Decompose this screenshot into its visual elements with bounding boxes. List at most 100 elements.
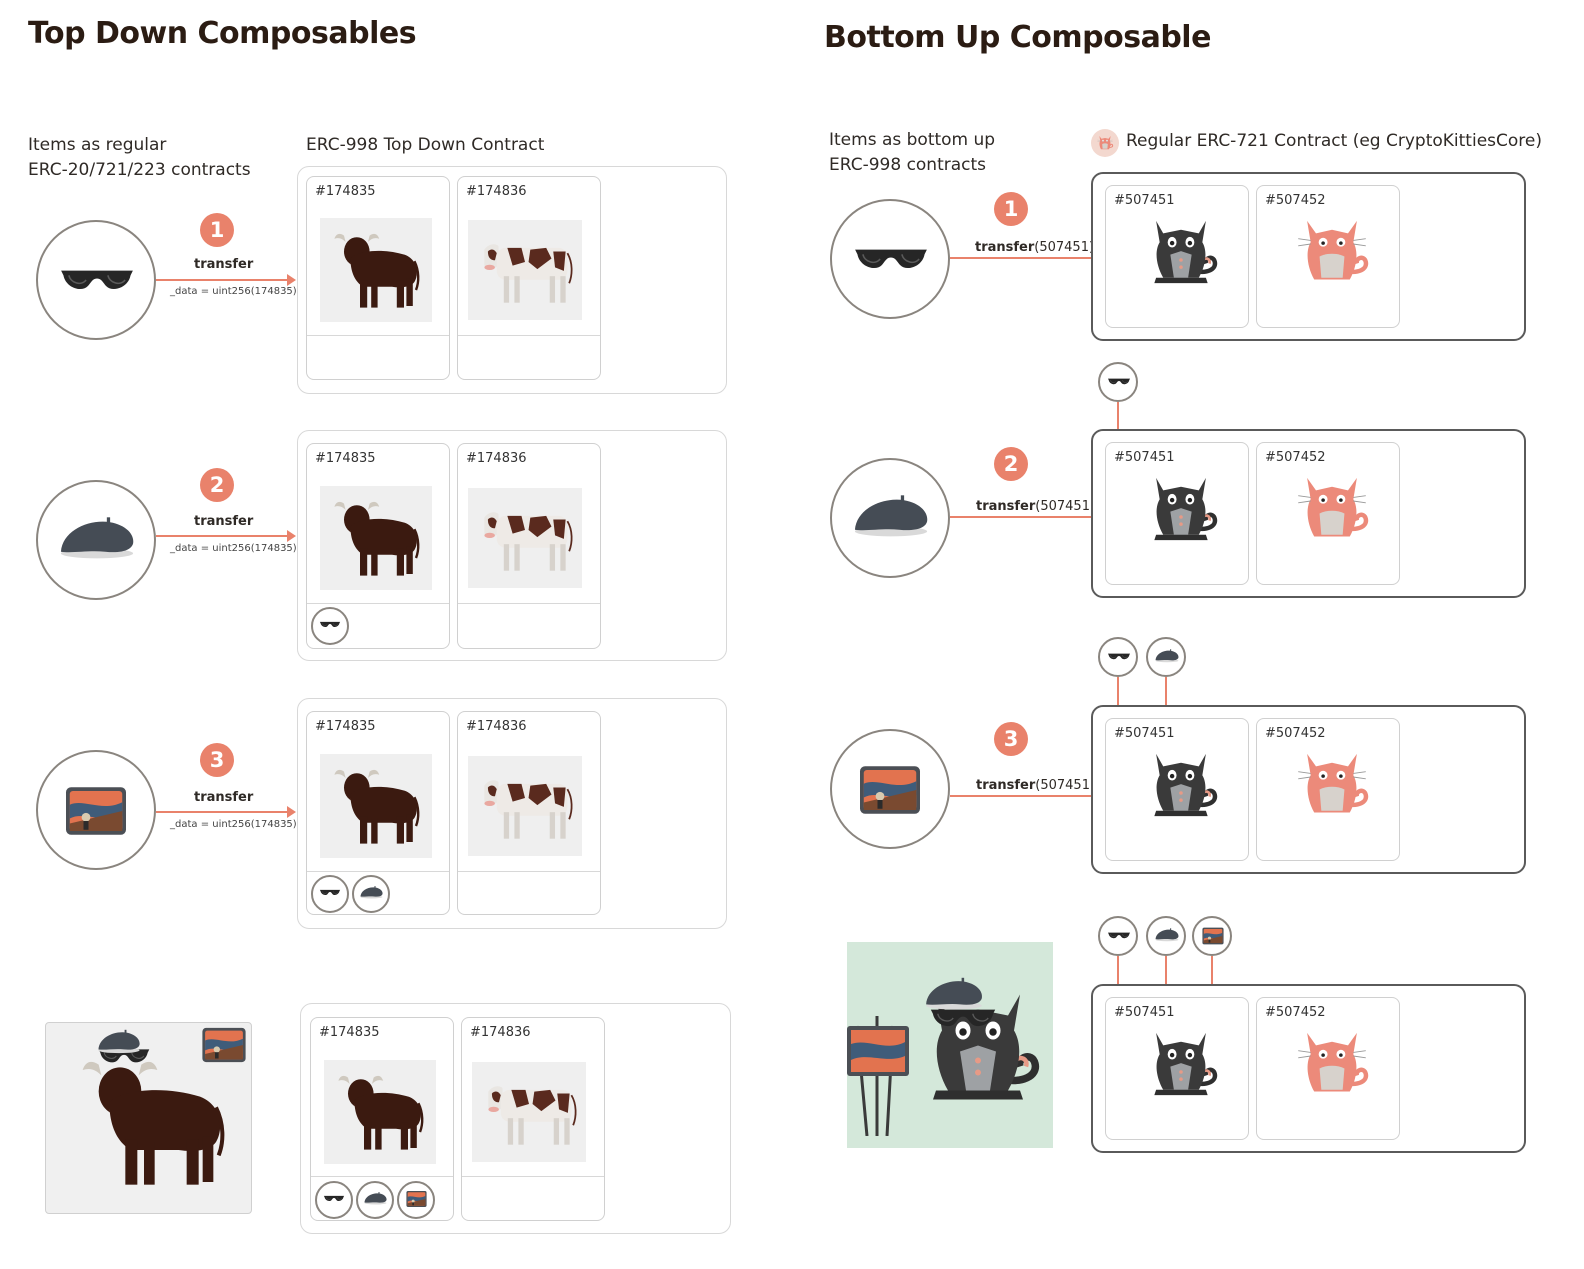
result-kitty-image — [847, 942, 1053, 1148]
erc721-contract-box: #507451 #507452 — [1091, 705, 1526, 874]
painting-icon — [201, 1027, 247, 1063]
item-circle-painting — [830, 729, 950, 849]
kitty-card[interactable]: #507451 — [1105, 997, 1249, 1140]
painting-icon — [856, 765, 924, 815]
beret-icon — [359, 884, 384, 900]
step-badge-3: 3 — [200, 743, 234, 777]
card-divider — [311, 1176, 453, 1177]
nft-card[interactable]: #174836 — [461, 1017, 605, 1221]
child-token-sunglasses[interactable] — [315, 1181, 353, 1219]
result-bull-image — [45, 1022, 252, 1214]
bull-image — [320, 486, 432, 590]
transfer-fn: transfer — [976, 499, 1036, 514]
transfer-call-label: transfer(507451) — [975, 240, 1094, 255]
kitty-card[interactable]: #507452 — [1256, 718, 1400, 861]
attached-token-sunglasses[interactable] — [1098, 362, 1138, 402]
topdown-contract-box: #174835 #174836 — [297, 698, 727, 929]
attached-token-beret[interactable] — [1146, 637, 1186, 677]
cow-image — [468, 756, 582, 856]
cow-image — [468, 220, 582, 320]
beret-icon — [850, 490, 932, 540]
token-id: #507452 — [1265, 726, 1326, 741]
sunglasses-icon — [319, 887, 341, 898]
painting-icon — [62, 786, 130, 836]
pink-kitty-icon — [1287, 212, 1377, 292]
token-id: #507452 — [1265, 193, 1326, 208]
kitty-card[interactable]: #507451 — [1105, 185, 1249, 328]
kitty-card[interactable]: #507452 — [1256, 997, 1400, 1140]
cow-icon — [472, 498, 578, 578]
top-down-title: Top Down Composables — [28, 16, 417, 51]
token-id: #174835 — [315, 184, 376, 199]
transfer-label: transfer — [194, 790, 254, 805]
transfer-arrow — [950, 790, 1105, 802]
child-token-sunglasses[interactable] — [311, 607, 349, 645]
transfer-label: transfer — [194, 257, 254, 272]
token-id: #507451 — [1114, 193, 1175, 208]
beret-icon — [56, 512, 138, 562]
bottom-up-items-label: Items as bottom up ERC-998 contracts — [829, 130, 996, 175]
child-token-painting[interactable] — [397, 1181, 435, 1219]
top-down-items-label: Items as regular ERC-20/721/223 contract… — [28, 135, 251, 180]
nft-card[interactable]: #174835 — [310, 1017, 454, 1221]
item-circle-painting — [36, 750, 156, 870]
topdown-contract-box: #174835 #174836 — [300, 1003, 731, 1234]
easel-icon — [847, 1016, 909, 1136]
transfer-arrow — [156, 806, 296, 818]
attached-token-painting[interactable] — [1192, 916, 1232, 956]
card-divider — [458, 335, 600, 336]
transfer-arrow — [156, 274, 296, 286]
kitty-card[interactable]: #507451 — [1105, 718, 1249, 861]
step-badge-1: 1 — [994, 192, 1028, 226]
data-param-label: _data = uint256(174835) — [170, 543, 297, 554]
token-id: #174835 — [315, 451, 376, 466]
token-id: #174836 — [466, 184, 527, 199]
token-id: #507451 — [1114, 726, 1175, 741]
attached-token-sunglasses[interactable] — [1098, 637, 1138, 677]
nft-card[interactable]: #174835 — [306, 711, 450, 915]
token-id: #507451 — [1114, 450, 1175, 465]
attached-token-sunglasses[interactable] — [1098, 916, 1138, 956]
beret-icon — [363, 1190, 388, 1206]
attached-token-beret[interactable] — [1146, 916, 1186, 956]
cow-image — [468, 488, 582, 588]
bull-image — [320, 754, 432, 858]
nft-card[interactable]: #174836 — [457, 176, 601, 380]
kitty-card[interactable]: #507452 — [1256, 185, 1400, 328]
pink-kitty-icon — [1287, 745, 1377, 825]
beret-icon — [917, 974, 991, 1012]
transfer-call-label: transfer(507451) — [976, 499, 1095, 514]
beret-icon — [1154, 926, 1180, 943]
bull-icon — [328, 224, 424, 316]
token-id: #174836 — [466, 451, 527, 466]
kitty-logo-icon — [1095, 133, 1115, 153]
nft-card[interactable]: #174836 — [457, 711, 601, 915]
step-badge-2: 2 — [994, 447, 1028, 481]
card-divider — [307, 335, 449, 336]
dark-kitty-icon — [1136, 469, 1226, 549]
transfer-fn: transfer — [976, 778, 1036, 793]
child-token-beret[interactable] — [356, 1181, 394, 1219]
transfer-arrow — [950, 252, 1105, 264]
bull-icon — [328, 492, 424, 584]
token-id: #174835 — [319, 1025, 380, 1040]
transfer-arrow — [156, 530, 296, 542]
sunglasses-icon — [852, 243, 930, 275]
bull-image — [324, 1060, 436, 1164]
dark-kitty-icon — [1136, 1024, 1226, 1104]
child-token-beret[interactable] — [352, 875, 390, 913]
nft-card[interactable]: #174836 — [457, 443, 601, 649]
bull-image — [320, 218, 432, 322]
cow-icon — [472, 230, 578, 310]
nft-card[interactable]: #174835 — [306, 443, 450, 649]
kitty-card[interactable]: #507452 — [1256, 442, 1400, 585]
bull-icon — [332, 1066, 428, 1158]
transfer-call-label: transfer(507451) — [976, 778, 1095, 793]
kitty-card[interactable]: #507451 — [1105, 442, 1249, 585]
dark-kitty-icon — [1136, 745, 1226, 825]
child-token-sunglasses[interactable] — [311, 875, 349, 913]
sunglasses-icon — [1107, 376, 1131, 387]
nft-card[interactable]: #174835 — [306, 176, 450, 380]
token-id: #174836 — [466, 719, 527, 734]
transfer-label: transfer — [194, 514, 254, 529]
